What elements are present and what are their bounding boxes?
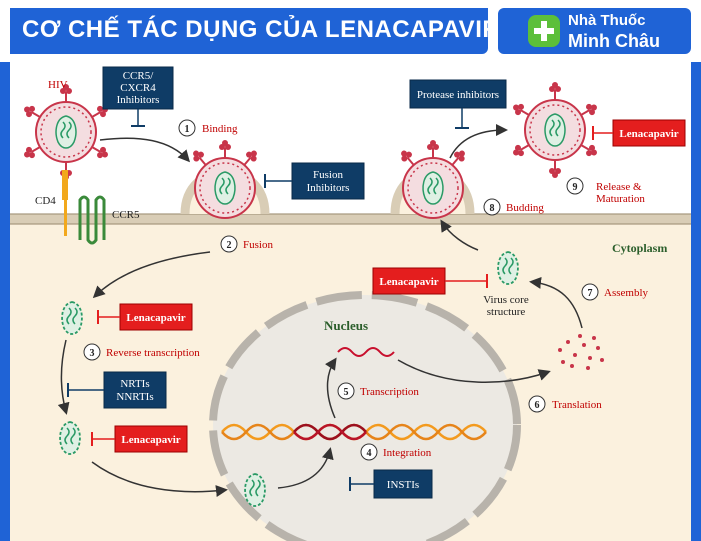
lenacapavir-box-assembly: Lenacapavir xyxy=(372,267,488,295)
protease-inhibitors-box: Protease inhibitors xyxy=(409,79,507,129)
step-9: 9 Release & Maturation xyxy=(566,177,645,205)
svg-text:2: 2 xyxy=(227,240,232,251)
svg-text:NNRTIs: NNRTIs xyxy=(116,391,153,403)
ccr5-label: CCR5 xyxy=(112,209,140,221)
lenacapavir-box-rt: Lenacapavir xyxy=(97,303,193,331)
fusion-inhibitors-box: Fusion Inhibitors xyxy=(264,162,365,200)
page-title: CƠ CHẾ TÁC DỤNG CỦA LENACAPAVIR xyxy=(22,16,501,43)
svg-text:Inhibitors: Inhibitors xyxy=(117,94,160,106)
svg-text:Assembly: Assembly xyxy=(604,287,649,299)
integration-arrow xyxy=(277,447,334,489)
svg-text:CCR5/: CCR5/ xyxy=(123,70,155,82)
lenacapavir-box-import: Lenacapavir xyxy=(91,425,188,453)
virus-core-label-1: Virus core xyxy=(483,294,529,306)
svg-text:8: 8 xyxy=(490,203,495,214)
hiv-label: HIV xyxy=(48,79,68,91)
cd4-receptor xyxy=(62,170,68,236)
svg-text:Translation: Translation xyxy=(552,399,602,411)
nrti-box: NRTIs NNRTIs xyxy=(67,371,167,409)
nucleus xyxy=(209,291,521,541)
svg-text:Lenacapavir: Lenacapavir xyxy=(379,276,438,288)
capsid-core-2 xyxy=(59,421,81,455)
svg-text:CXCR4: CXCR4 xyxy=(120,82,156,94)
svg-text:Transcription: Transcription xyxy=(360,386,419,398)
ccr5-receptor xyxy=(78,195,106,245)
svg-text:9: 9 xyxy=(573,182,578,193)
assembly-arrow xyxy=(529,276,583,329)
rna-strand xyxy=(337,347,395,357)
brand-name-line1: Nhà Thuốc xyxy=(568,12,646,29)
binding-arrow xyxy=(99,137,191,163)
insti-box: INSTIs xyxy=(349,469,433,499)
svg-text:Inhibitors: Inhibitors xyxy=(307,182,350,194)
step-8: 8 Budding xyxy=(483,198,544,216)
cytoplasm-label: Cytoplasm xyxy=(612,241,667,255)
step-2: 2 Fusion xyxy=(220,235,273,253)
svg-text:5: 5 xyxy=(344,387,349,398)
step-1: 1 Binding xyxy=(178,119,238,137)
svg-text:Budding: Budding xyxy=(506,202,544,214)
step-7: 7 Assembly xyxy=(581,283,649,301)
svg-text:Lenacapavir: Lenacapavir xyxy=(126,312,185,324)
dna-helix xyxy=(221,423,487,441)
ccr5-inhibitors-box: CCR5/ CXCR4 Inhibitors xyxy=(102,66,174,127)
svg-text:NRTIs: NRTIs xyxy=(120,378,149,390)
brand-name-line2: Minh Châu xyxy=(568,31,660,51)
pharmacy-cross-icon xyxy=(528,15,560,47)
cd4-label: CD4 xyxy=(35,195,56,207)
svg-text:Maturation: Maturation xyxy=(596,193,645,205)
fusion-arrow xyxy=(92,251,211,299)
virus-core-structure xyxy=(497,251,519,285)
svg-text:Reverse transcription: Reverse transcription xyxy=(106,347,200,359)
svg-text:Fusion: Fusion xyxy=(313,169,343,181)
svg-text:6: 6 xyxy=(535,400,540,411)
step-3: 3 Reverse transcription xyxy=(83,343,200,361)
step-5: 5 Transcription xyxy=(337,382,419,400)
lenacapavir-box-release: Lenacapavir xyxy=(592,119,686,147)
import-arrow xyxy=(91,461,228,497)
rt-arrow xyxy=(57,339,70,415)
virus-core-label-2: structure xyxy=(487,306,526,318)
translation-arrow xyxy=(397,359,551,383)
svg-text:Integration: Integration xyxy=(383,447,432,459)
title-banner xyxy=(10,8,488,54)
svg-text:Release &: Release & xyxy=(596,181,642,193)
svg-text:Binding: Binding xyxy=(202,123,238,135)
svg-text:1: 1 xyxy=(185,124,190,135)
step-4: 4 Integration xyxy=(360,443,432,461)
capsid-nuclear xyxy=(244,473,266,507)
nucleus-label: Nucleus xyxy=(324,318,368,333)
budding-arrow xyxy=(440,219,479,251)
svg-text:7: 7 xyxy=(588,288,593,299)
step-6: 6 Translation xyxy=(528,395,602,413)
svg-text:Lenacapavir: Lenacapavir xyxy=(619,128,678,140)
capsid-core xyxy=(61,301,83,335)
svg-text:3: 3 xyxy=(90,348,95,359)
viral-proteins xyxy=(558,334,604,370)
svg-text:Lenacapavir: Lenacapavir xyxy=(121,434,180,446)
svg-text:Protease inhibitors: Protease inhibitors xyxy=(417,89,499,101)
transcription-arrow xyxy=(325,357,337,419)
release-arrow xyxy=(449,124,508,159)
svg-text:4: 4 xyxy=(367,448,372,459)
svg-text:INSTIs: INSTIs xyxy=(387,479,419,491)
svg-text:Fusion: Fusion xyxy=(243,239,273,251)
